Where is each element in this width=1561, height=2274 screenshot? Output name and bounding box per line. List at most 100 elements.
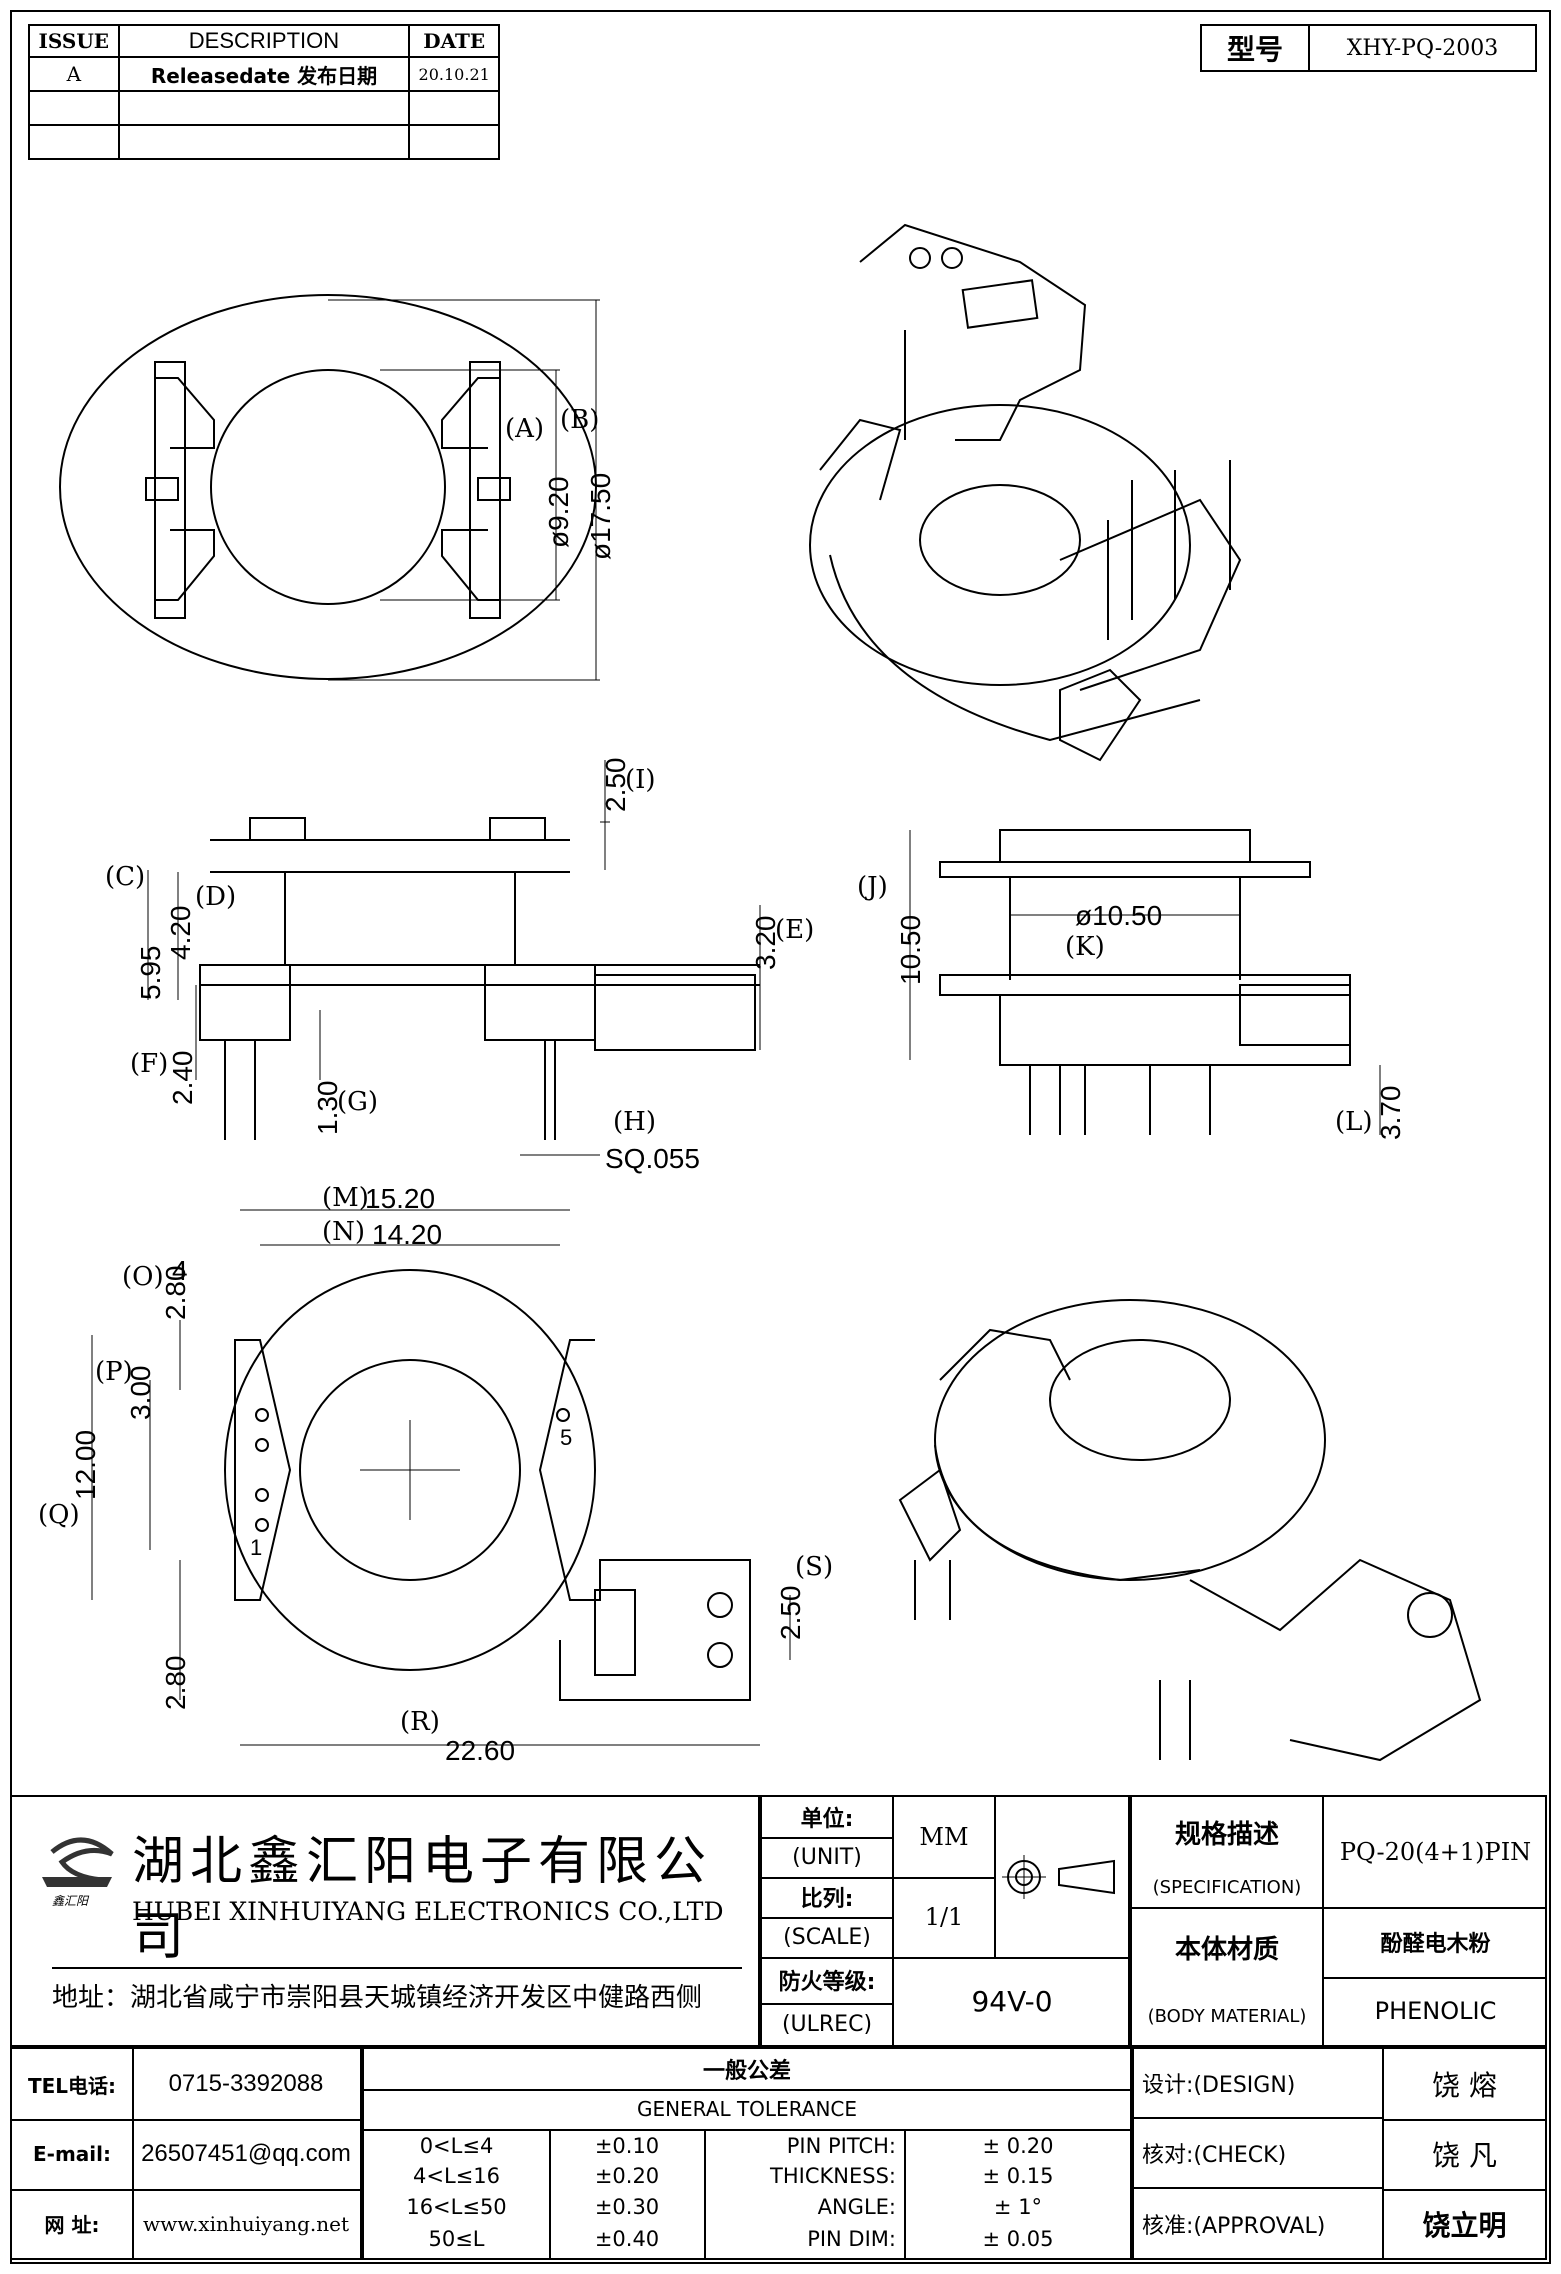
date-header: DATE bbox=[408, 24, 500, 58]
dim-label-n: (N) bbox=[322, 1217, 365, 1247]
email-value: 26507451@qq.com bbox=[132, 2119, 360, 2191]
spec-value: PQ-20(4+1)PIN bbox=[1322, 1797, 1547, 1909]
dim-label-s: (S) bbox=[795, 1552, 833, 1582]
ulrec-label-cn: 防火等级: bbox=[762, 1957, 892, 2005]
range-2: 16<L≤50 bbox=[406, 2195, 507, 2219]
item-label-1: THICKNESS: bbox=[770, 2164, 896, 2188]
dim-label-l: (L) bbox=[1335, 1107, 1373, 1137]
body-value-en: PHENOLIC bbox=[1322, 1977, 1547, 2045]
dim-22-60: 22.60 bbox=[445, 1735, 515, 1766]
dim-2-80-top: 2.80 bbox=[160, 1266, 191, 1321]
range-1: 4<L≤16 bbox=[413, 2164, 500, 2188]
item-value-1: ± 0.15 bbox=[982, 2164, 1054, 2188]
technical-drawing: (A) (B) ø9.20 ø17.50 bbox=[38, 223, 1482, 1766]
unit-label-cn: 单位: bbox=[762, 1797, 892, 1839]
dim-label-m: (M) bbox=[322, 1183, 369, 1213]
item-label-2: ANGLE: bbox=[817, 2195, 896, 2219]
spec-label-cn: 规格描述 bbox=[1174, 1819, 1279, 1850]
dim-label-r: (R) bbox=[400, 1707, 440, 1737]
pin-number-1: 1 bbox=[250, 1535, 262, 1560]
spec-label-en: (SPECIFICATION) bbox=[1132, 1867, 1322, 1909]
company-name-en: HUBEI XINHUIYANG ELECTRONICS CO.,LTD bbox=[132, 1897, 724, 1926]
tolerance-title-en: GENERAL TOLERANCE bbox=[364, 2089, 1130, 2131]
empty-cell bbox=[117, 124, 411, 160]
drawing-frame bbox=[10, 10, 1551, 2264]
date-cell: 20.10.21 bbox=[408, 56, 500, 92]
issue-header: ISSUE bbox=[28, 24, 120, 58]
design-name: 饶 熔 bbox=[1384, 2049, 1545, 2121]
email-label: E-mail: bbox=[12, 2119, 134, 2191]
description-header: DESCRIPTION bbox=[117, 24, 411, 58]
tel-label: TEL电话: bbox=[12, 2049, 134, 2121]
check-name: 饶 凡 bbox=[1384, 2119, 1545, 2191]
unit-block: 单位: (UNIT) MM 比列: (SCALE) 1/1 防火等级: (ULR… bbox=[760, 1795, 1130, 2047]
unit-value: MM bbox=[892, 1797, 996, 1879]
contact-block: TEL电话: 0715-3392088 E-mail: 26507451@qq.… bbox=[10, 2047, 362, 2260]
company-address: 地址：湖北省咸宁市崇阳县天城镇经济开发区中健路西侧 bbox=[52, 1967, 742, 2014]
dim-12-00: 12.00 bbox=[70, 1430, 101, 1500]
issue-cell: A bbox=[28, 56, 120, 92]
dim-9-20: ø9.20 bbox=[543, 476, 574, 548]
description-cell: Releasedate 发布日期 bbox=[117, 56, 411, 92]
dim-d10-50: ø10.50 bbox=[1075, 900, 1162, 931]
empty-cell bbox=[408, 90, 500, 126]
dim-label-d: (D) bbox=[195, 882, 236, 912]
model-label: 型号 bbox=[1202, 26, 1310, 70]
empty-cell bbox=[28, 124, 120, 160]
top-view: (A) (B) ø9.20 ø17.50 bbox=[59, 294, 616, 681]
item-value-2: ± 1° bbox=[993, 2195, 1043, 2219]
dim-2-80-bot: 2.80 bbox=[160, 1656, 191, 1711]
model-value: XHY-PQ-2003 bbox=[1346, 35, 1499, 61]
body-label-cn: 本体材质 bbox=[1174, 1934, 1279, 1965]
tolerance-col-dividers bbox=[549, 2129, 551, 2258]
range-3: 50≤L bbox=[428, 2227, 485, 2251]
body-label-en: (BODY MATERIAL) bbox=[1147, 2005, 1307, 2027]
side-view: (J) (K) (L) 10.50 ø10.50 3.70 bbox=[857, 829, 1406, 1141]
dim-2-50-s: 2.50 bbox=[775, 1586, 806, 1641]
dim-label-o: (O) bbox=[122, 1262, 164, 1292]
company-name-cn: 湖北鑫汇阳电子有限公司 bbox=[132, 1832, 713, 1967]
projection-symbol bbox=[994, 1797, 1128, 1959]
ulrec-label-en: (ULREC) bbox=[781, 2011, 873, 2037]
dim-15-20: 15.20 bbox=[365, 1183, 435, 1214]
check-label: 核对:(CHECK) bbox=[1134, 2119, 1384, 2189]
dim-label-c: (C) bbox=[105, 862, 145, 892]
ulrec-value: 94V-0 bbox=[892, 1957, 1130, 2045]
range-tol-3: ±0.40 bbox=[594, 2227, 660, 2251]
item-label-0: PIN PITCH: bbox=[786, 2134, 896, 2158]
range-tol-1: ±0.20 bbox=[594, 2164, 660, 2188]
spec-block: 规格描述 (SPECIFICATION) PQ-20(4+1)PIN 本体材质 … bbox=[1130, 1795, 1547, 2047]
logo-text: 鑫汇阳 bbox=[52, 1894, 89, 1908]
dim-4-20: 4.20 bbox=[165, 906, 196, 961]
scale-label-en: (SCALE) bbox=[762, 1917, 892, 1959]
company-block: 鑫汇阳 湖北鑫汇阳电子有限公司 HUBEI XINHUIYANG ELECTRO… bbox=[10, 1795, 760, 2047]
range-tol-2: ±0.30 bbox=[594, 2195, 660, 2219]
company-logo: 鑫汇阳 bbox=[32, 1832, 128, 1912]
dim-label-f: (F) bbox=[130, 1049, 168, 1079]
approvals-block: 设计:(DESIGN) 饶 熔 核对:(CHECK) 饶 凡 核准:(APPRO… bbox=[1132, 2047, 1547, 2260]
tolerance-block: 一般公差 GENERAL TOLERANCE 0<L≤4 4<L≤16 16<L… bbox=[362, 2047, 1132, 2260]
logo-mark-icon bbox=[42, 1837, 114, 1887]
tolerance-title-cn: 一般公差 bbox=[364, 2049, 1130, 2091]
dim-17-50: ø17.50 bbox=[585, 473, 616, 560]
scale-value: 1/1 bbox=[892, 1877, 996, 1959]
dim-10-50: 10.50 bbox=[895, 915, 926, 985]
dim-label-i: (I) bbox=[625, 765, 656, 795]
design-label: 设计:(DESIGN) bbox=[1134, 2049, 1384, 2119]
isometric-view-bottom bbox=[898, 1299, 1482, 1762]
pin-number-4: 4 bbox=[172, 1255, 188, 1286]
dim-label-h: (H) bbox=[613, 1107, 656, 1137]
approval-name: 饶立明 bbox=[1422, 2208, 1507, 2242]
dim-5-95: 5.95 bbox=[135, 946, 166, 1001]
dim-3-70: 3.70 bbox=[1375, 1086, 1406, 1141]
empty-cell bbox=[408, 124, 500, 160]
dim-3-00: 3.00 bbox=[125, 1366, 156, 1421]
dim-label-q: (Q) bbox=[38, 1500, 80, 1530]
first-angle-projection-icon bbox=[1002, 1855, 1115, 1899]
body-value-cn: 酚醛电木粉 bbox=[1322, 1907, 1547, 1979]
dim-2-50-i: 2.50 bbox=[600, 758, 631, 813]
dim-1-30: 1.30 bbox=[312, 1081, 343, 1136]
pin-number-5: 5 bbox=[560, 1425, 572, 1450]
web-value: www.xinhuiyang.net bbox=[142, 2211, 350, 2236]
revision-table: ISSUE DESCRIPTION DATE A Releasedate 发布日… bbox=[28, 24, 500, 160]
